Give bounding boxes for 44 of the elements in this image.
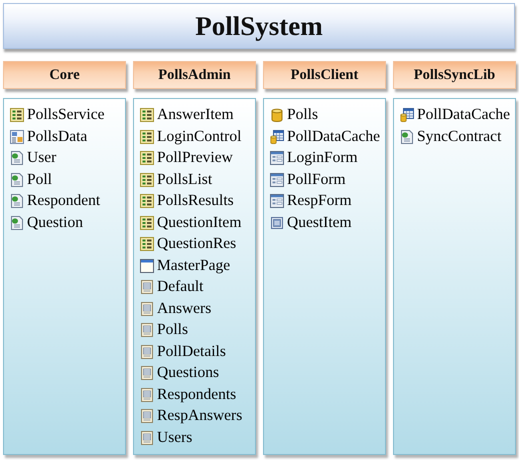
column-title: PollsSyncLib bbox=[414, 66, 496, 84]
column-header bbox=[3, 61, 126, 89]
file-name: QuestionItem bbox=[157, 212, 242, 232]
file-name: User bbox=[27, 148, 56, 168]
file-name: LoginForm bbox=[287, 148, 358, 168]
file-name: PollsService bbox=[27, 105, 104, 125]
file-name: SyncContract bbox=[417, 126, 502, 146]
title-banner bbox=[3, 3, 515, 49]
file-name: Polls bbox=[287, 105, 318, 125]
file-name: Default bbox=[157, 277, 204, 297]
file-name: Answers bbox=[157, 298, 212, 318]
file-name: Question bbox=[27, 212, 83, 232]
file-name: Poll bbox=[27, 170, 52, 190]
file-name: RespAnswers bbox=[157, 406, 242, 426]
column-header bbox=[263, 61, 386, 89]
list-panel bbox=[3, 98, 126, 455]
file-name: Respondents bbox=[157, 384, 236, 404]
file-name: PollPreview bbox=[157, 148, 233, 168]
list-panel bbox=[133, 98, 256, 455]
file-name: Respondent bbox=[27, 191, 100, 211]
file-name: PollDataCache bbox=[417, 105, 510, 125]
list-panel bbox=[393, 98, 516, 455]
title-text: PollSystem bbox=[195, 10, 323, 42]
column-header bbox=[393, 61, 516, 89]
column-title: PollsAdmin bbox=[158, 66, 231, 84]
column-header bbox=[133, 61, 256, 89]
file-name: QuestionRes bbox=[157, 234, 236, 254]
file-name: PollsList bbox=[157, 170, 212, 190]
file-name: QuestItem bbox=[287, 212, 352, 232]
file-name: PollDataCache bbox=[287, 126, 380, 146]
file-name: PollsData bbox=[27, 126, 88, 146]
file-name: Users bbox=[157, 428, 192, 448]
list-panel bbox=[263, 98, 386, 455]
file-name: Questions bbox=[157, 363, 219, 383]
file-name: PollForm bbox=[287, 170, 346, 190]
file-name: RespForm bbox=[287, 191, 352, 211]
column-title: Core bbox=[49, 66, 80, 84]
file-name: PollDetails bbox=[157, 342, 226, 362]
file-name: AnswerItem bbox=[157, 105, 234, 125]
file-name: PollsResults bbox=[157, 191, 234, 211]
file-name: Polls bbox=[157, 320, 188, 340]
file-name: LoginControl bbox=[157, 126, 242, 146]
column-title: PollsClient bbox=[290, 66, 358, 84]
file-name: MasterPage bbox=[157, 256, 230, 276]
